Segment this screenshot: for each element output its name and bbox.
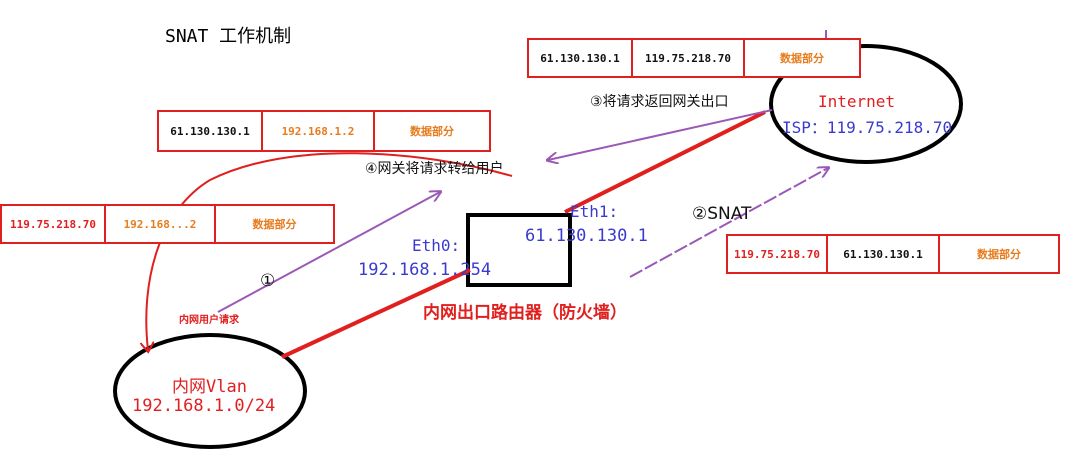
packet-src: 119.75.218.70: [2, 206, 106, 242]
lan-ellipse: [113, 333, 307, 449]
router-name: 内网出口路由器（防火墙）: [423, 303, 627, 323]
internet-name: Internet: [818, 92, 896, 111]
packet-dst: 192.168...2: [106, 206, 216, 242]
eth0-ip: 192.168.1.254: [358, 260, 492, 280]
packet-top-left: 61.130.130.1 192.168.1.2 数据部分: [157, 110, 491, 152]
lan-name: 内网Vlan: [172, 377, 247, 397]
packet-payload: 数据部分: [252, 218, 297, 231]
internet-isp: ISP：119.75.218.70: [782, 118, 953, 137]
packet-src: 119.75.218.70: [728, 236, 828, 272]
internet-ellipse: [769, 44, 963, 164]
packet-src: 61.130.130.1: [159, 112, 263, 150]
diagram-title: SNAT 工作机制: [165, 26, 292, 47]
step1-arrow: [217, 192, 440, 313]
packet-payload: 数据部分: [410, 125, 454, 138]
lan-router-link: [281, 268, 471, 359]
step3-label: ③将请求返回网关出口: [590, 94, 729, 110]
router-box: [466, 213, 572, 287]
step1-label: 内网用户请求: [179, 315, 239, 326]
packet-dst: 119.75.218.70: [633, 40, 745, 76]
packet-right: 119.75.218.70 61.130.130.1 数据部分: [726, 234, 1060, 274]
packet-payload: 数据部分: [780, 52, 824, 65]
packet-top-right: 61.130.130.1 119.75.218.70 数据部分: [527, 38, 861, 78]
return-curve-arrow: [146, 152, 513, 350]
router-internet-link: [564, 110, 766, 214]
packet-payload: 数据部分: [977, 248, 1021, 261]
step4-label: ④网关将请求转给用户: [365, 161, 504, 177]
eth0-label: Eth0:: [412, 236, 461, 255]
packet-left: 119.75.218.70 192.168...2 数据部分: [0, 204, 335, 244]
lan-subnet: 192.168.1.0/24: [132, 396, 276, 416]
step4-arrow: [548, 109, 773, 160]
packet-dst: 61.130.130.1: [828, 236, 940, 272]
step1-marker: ①: [260, 271, 276, 291]
packet-src: 61.130.130.1: [529, 40, 633, 76]
step2-arrow: [629, 168, 828, 278]
step2-label: ②SNAT: [692, 204, 752, 224]
eth1-label: Eth1:: [570, 202, 619, 221]
packet-dst: 192.168.1.2: [263, 112, 375, 150]
eth1-ip: 61.130.130.1: [525, 226, 648, 246]
